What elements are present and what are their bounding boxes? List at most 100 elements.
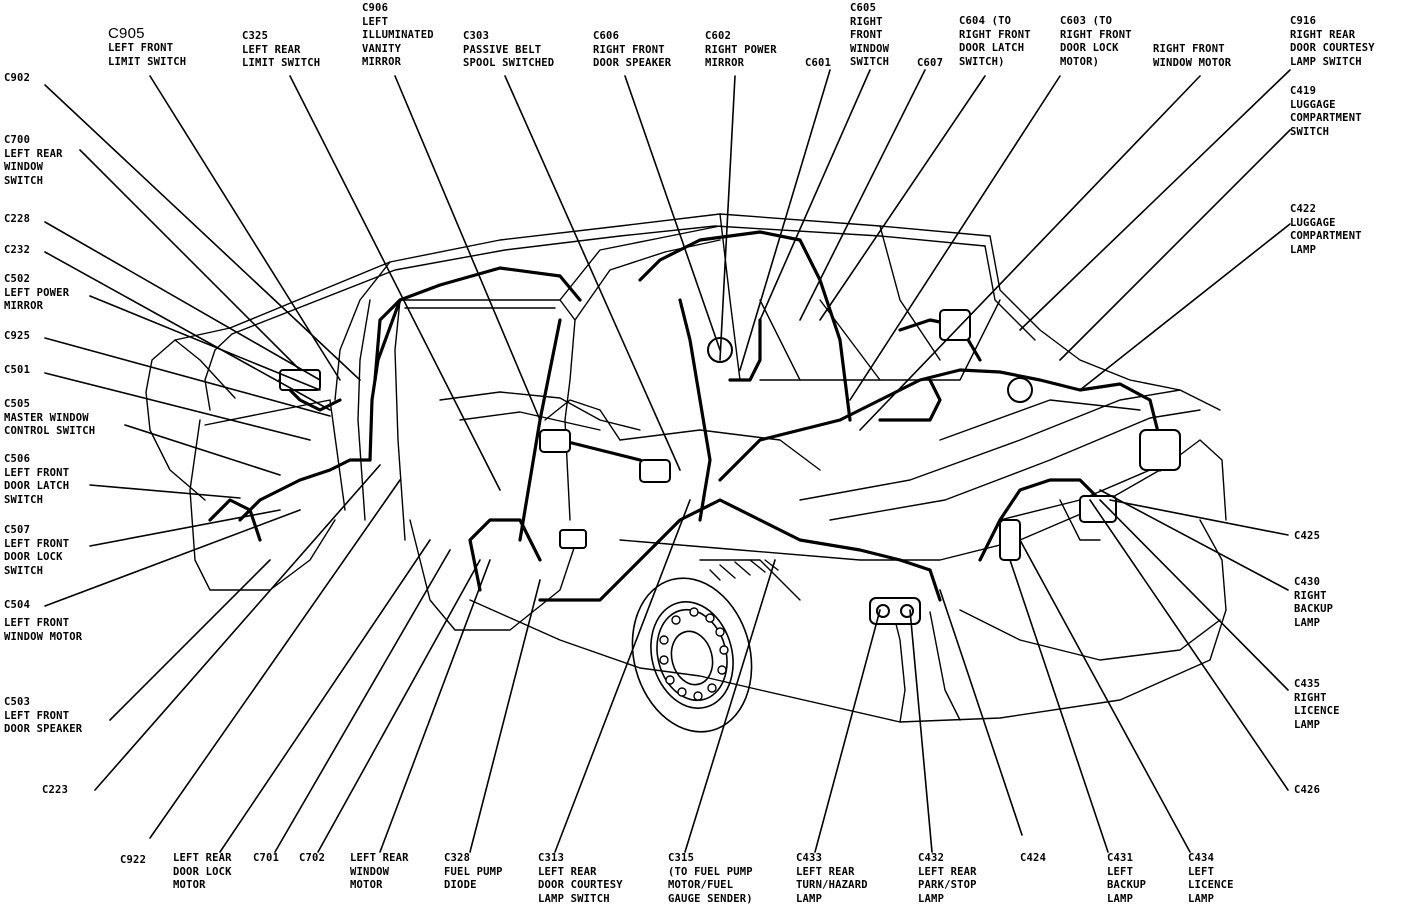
label-c435-line: LICENCE	[1294, 705, 1340, 717]
label-c313-line: DOOR COURTESY	[538, 879, 623, 891]
label-c605-line: RIGHT	[850, 15, 883, 28]
label-c228: C228	[4, 213, 30, 227]
label-c431-line: LAMP	[1107, 892, 1134, 905]
label-c315-line: GAUGE SENDER)	[668, 892, 753, 905]
label-c426-code: C426	[1294, 784, 1321, 796]
label-c424: C424	[1020, 852, 1046, 866]
label-c435: C435 RIGHT LICENCE LAMP	[1294, 678, 1340, 732]
label-c505-line: MASTER WINDOW	[4, 411, 89, 424]
label-c916-line: LAMP SWITCH	[1290, 55, 1362, 68]
label-c601: C601	[805, 57, 831, 71]
label-c315: C315 (TO FUEL PUMP MOTOR/FUEL GAUGE SEND…	[668, 852, 753, 906]
label-c925: C925	[4, 330, 30, 344]
label-c431-line: LEFT	[1107, 865, 1134, 878]
label-c434-code: C434	[1188, 852, 1215, 864]
label-c328-line: DIODE	[444, 879, 477, 891]
label-c434-line: LAMP	[1188, 892, 1215, 905]
label-c905: C905 LEFT FRONT LIMIT SWITCH	[108, 26, 186, 69]
label-c602-code: C602	[705, 30, 732, 42]
label-c232-code: C232	[4, 244, 31, 256]
label-c701: C701	[253, 852, 279, 866]
label-lf-window-motor-line: LEFT FRONT	[4, 617, 70, 629]
label-c434-line: LEFT	[1188, 865, 1215, 878]
label-c303-code: C303	[463, 30, 490, 42]
label-c315-line: MOTOR/FUEL	[668, 879, 734, 891]
label-c433-line: LAMP	[796, 892, 823, 905]
label-c601-code: C601	[805, 57, 832, 69]
label-lr-window-motor-line: WINDOW	[350, 865, 390, 878]
label-c502-line: MIRROR	[4, 300, 44, 312]
label-c504: C504	[4, 599, 30, 613]
label-c604-line: RIGHT FRONT	[959, 28, 1031, 41]
label-c905-code: C905	[108, 25, 145, 42]
label-c922-code: C922	[120, 854, 147, 866]
label-c313: C313 LEFT REAR DOOR COURTESY LAMP SWITCH	[538, 852, 623, 906]
label-c502-code: C502	[4, 273, 31, 285]
label-c505: C505 MASTER WINDOW CONTROL SWITCH	[4, 398, 95, 439]
label-c315-code: C315	[668, 852, 695, 864]
label-lf-window-motor: LEFT FRONT WINDOW MOTOR	[4, 617, 82, 644]
label-c232: C232	[4, 244, 30, 258]
label-c433: C433 LEFT REAR TURN/HAZARD LAMP	[796, 852, 868, 906]
label-c425-code: C425	[1294, 530, 1321, 542]
label-c505-code: C505	[4, 398, 31, 410]
label-c605-line: WINDOW	[850, 42, 890, 55]
label-c606: C606 RIGHT FRONT DOOR SPEAKER	[593, 30, 671, 71]
label-c507-line: LEFT FRONT	[4, 537, 70, 550]
label-c700-line: SWITCH	[4, 174, 44, 187]
label-c419-line: SWITCH	[1290, 125, 1330, 138]
label-c700-line: LEFT REAR	[4, 147, 63, 160]
label-c506-line: DOOR LATCH	[4, 480, 70, 492]
label-c906-line: LEFT	[362, 15, 389, 28]
label-c419-line: COMPARTMENT	[1290, 112, 1362, 124]
label-c434-line: LICENCE	[1188, 879, 1234, 891]
label-c313-line: LEFT REAR	[538, 865, 597, 878]
label-c906-line: ILLUMINATED	[362, 29, 434, 41]
label-c605-line: SWITCH	[850, 56, 890, 68]
wheel-bolts	[659, 607, 729, 701]
label-c432-line: LEFT REAR	[918, 865, 977, 878]
label-c906-line: VANITY	[362, 42, 402, 55]
label-rf-window-motor-line: WINDOW MOTOR	[1153, 56, 1232, 69]
label-c702-code: C702	[299, 852, 326, 864]
label-c328: C328 FUEL PUMP DIODE	[444, 852, 503, 893]
label-c434: C434 LEFT LICENCE LAMP	[1188, 852, 1234, 906]
label-c906-code: C906	[362, 2, 389, 14]
label-c430-code: C430	[1294, 576, 1321, 588]
label-c602-line: RIGHT POWER	[705, 43, 777, 56]
label-c604: C604 (TO RIGHT FRONT DOOR LATCH SWITCH)	[959, 15, 1031, 69]
label-c503: C503 LEFT FRONT DOOR SPEAKER	[4, 696, 82, 737]
label-c431: C431 LEFT BACKUP LAMP	[1107, 852, 1146, 906]
label-c905-line: LEFT FRONT	[108, 42, 174, 54]
label-c700: C700 LEFT REAR WINDOW SWITCH	[4, 134, 63, 188]
label-c506-line: SWITCH	[4, 493, 44, 506]
label-c430: C430 RIGHT BACKUP LAMP	[1294, 576, 1333, 630]
label-lr-door-lock-motor-line: DOOR LOCK	[173, 865, 232, 878]
label-c902-code: C902	[4, 72, 31, 84]
car-body-outline	[145, 213, 1227, 723]
label-c607: C607	[917, 57, 943, 71]
label-c603-line: DOOR LOCK	[1060, 42, 1119, 54]
label-c425: C425	[1294, 530, 1320, 544]
label-c419-line: LUGGAGE	[1290, 98, 1336, 111]
label-c328-line: FUEL PUMP	[444, 865, 503, 878]
label-c700-line: WINDOW	[4, 161, 44, 173]
label-c606-line: DOOR SPEAKER	[593, 57, 672, 69]
label-c605: C605 RIGHT FRONT WINDOW SWITCH	[850, 2, 889, 70]
label-c426: C426	[1294, 784, 1320, 798]
label-c501-code: C501	[4, 364, 31, 376]
label-c916-code: C916	[1290, 15, 1317, 27]
label-lf-window-motor-line: WINDOW MOTOR	[4, 630, 83, 643]
label-c433-code: C433	[796, 852, 823, 864]
label-c603-line: RIGHT FRONT	[1060, 28, 1132, 41]
label-lr-window-motor: LEFT REAR WINDOW MOTOR	[350, 852, 409, 893]
label-c916-line: DOOR COURTESY	[1290, 42, 1375, 54]
label-c922: C922	[120, 854, 146, 868]
label-c602-line: MIRROR	[705, 57, 745, 69]
label-c432: C432 LEFT REAR PARK/STOP LAMP	[918, 852, 977, 906]
label-lr-window-motor-line: MOTOR	[350, 879, 383, 891]
label-c435-line: RIGHT	[1294, 691, 1327, 704]
label-c432-code: C432	[918, 852, 945, 864]
